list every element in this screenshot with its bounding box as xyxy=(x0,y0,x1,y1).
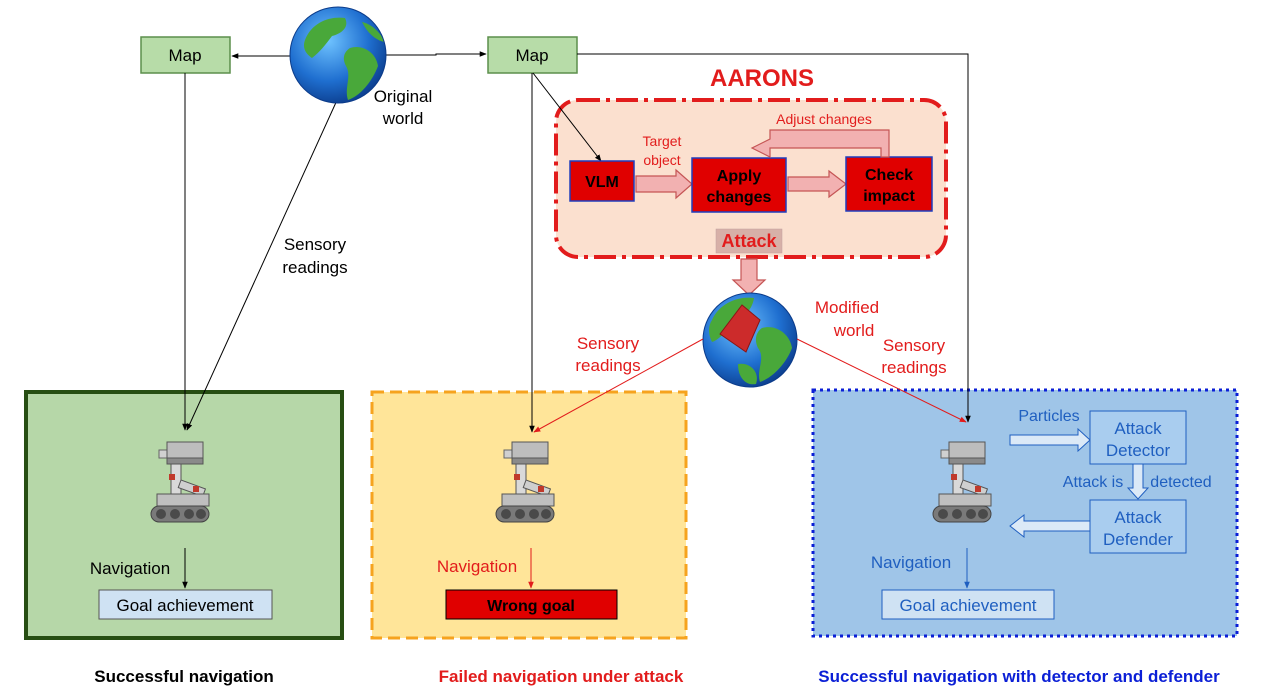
vlm-block xyxy=(569,160,635,202)
detector-to-defender-arrow xyxy=(1126,463,1150,500)
attack-defender-box xyxy=(1089,499,1187,554)
sensory-right-label-line1: Sensory xyxy=(883,336,946,355)
apply-changes-block xyxy=(691,157,787,213)
attack-detector-label-line1: Attack xyxy=(1114,419,1162,438)
left-goal-box xyxy=(98,589,273,620)
center-map-to-vlm-arrow xyxy=(532,72,602,162)
center-map-box xyxy=(487,36,578,74)
wrong-goal-box xyxy=(445,589,618,620)
vlm-to-apply-arrow xyxy=(635,168,693,200)
globe-sensory-to-left-robot-arrow xyxy=(186,97,339,431)
attack-defender-label-line1: Attack xyxy=(1114,508,1162,527)
check-impact-block xyxy=(845,156,933,212)
vlm-label: VLM xyxy=(585,174,619,191)
sensory-left-label-line1: Sensory xyxy=(284,235,347,254)
modified-world-label-line2: world xyxy=(833,321,875,340)
right-goal-box xyxy=(881,589,1055,620)
particles-to-detector-arrow xyxy=(1009,427,1091,453)
center-map-to-defense-robot-arrow xyxy=(577,53,971,423)
modified-world-label-line1: Modified xyxy=(815,298,879,317)
attack-detector-label-line2: Detector xyxy=(1106,441,1171,460)
mid-navigation-label: Navigation xyxy=(437,557,517,576)
left-goal-label: Goal achievement xyxy=(116,596,253,615)
sensory-mid-label-line2: readings xyxy=(575,356,640,375)
attack-label-bg xyxy=(715,228,783,254)
detected-label: detected xyxy=(1150,474,1211,491)
target-object-label-line2: object xyxy=(643,152,680,168)
sensory-mid-label-line1: Sensory xyxy=(577,334,640,353)
apply-changes-label-line2: changes xyxy=(707,189,772,206)
center-map-label: Map xyxy=(515,46,548,65)
left-map-label: Map xyxy=(168,46,201,65)
right-goal-label: Goal achievement xyxy=(899,596,1036,615)
aarons-title: AARONS xyxy=(710,65,814,92)
sensory-right-label-line2: readings xyxy=(881,358,946,377)
adjust-changes-label: Adjust changes xyxy=(776,111,872,127)
red-connectors xyxy=(528,338,967,589)
apply-to-check-arrow xyxy=(787,169,847,199)
attack-defender-label-line2: Defender xyxy=(1103,530,1173,549)
wrong-goal-label: Wrong goal xyxy=(487,598,575,615)
attack-to-modified-world-arrow xyxy=(731,258,767,296)
adjust-changes-loop-arrow xyxy=(750,129,890,158)
defender-to-robot-arrow xyxy=(1009,513,1091,539)
left-navigation-label: Navigation xyxy=(90,559,170,578)
earth-globe-icon xyxy=(289,6,387,104)
attack-detector-box xyxy=(1089,410,1187,465)
apply-changes-label-line1: Apply xyxy=(717,168,762,185)
attack-label: Attack xyxy=(721,231,777,251)
globe-to-center-map-arrow xyxy=(385,51,487,57)
right-navigation-label: Navigation xyxy=(871,553,951,572)
check-impact-label-line1: Check xyxy=(865,167,913,184)
particles-label: Particles xyxy=(1018,408,1079,425)
original-world-label-line2: world xyxy=(382,109,424,128)
sensory-left-label-line2: readings xyxy=(282,258,347,277)
attack-is-label: Attack is xyxy=(1063,474,1123,491)
right-caption: Successful navigation with detector and … xyxy=(818,667,1220,686)
original-world-label-line1: Original xyxy=(374,87,433,106)
check-impact-label-line2: impact xyxy=(863,188,915,205)
mid-caption: Failed navigation under attack xyxy=(439,667,684,686)
target-object-label-line1: Target xyxy=(643,133,682,149)
black-connectors xyxy=(182,51,971,589)
modified-world-to-defense-robot-arrow xyxy=(796,338,967,423)
modified-earth-globe-icon xyxy=(702,292,798,388)
left-caption: Successful navigation xyxy=(94,667,274,686)
left-map-box xyxy=(140,36,231,74)
modified-world-to-attack-robot-arrow xyxy=(533,338,704,433)
